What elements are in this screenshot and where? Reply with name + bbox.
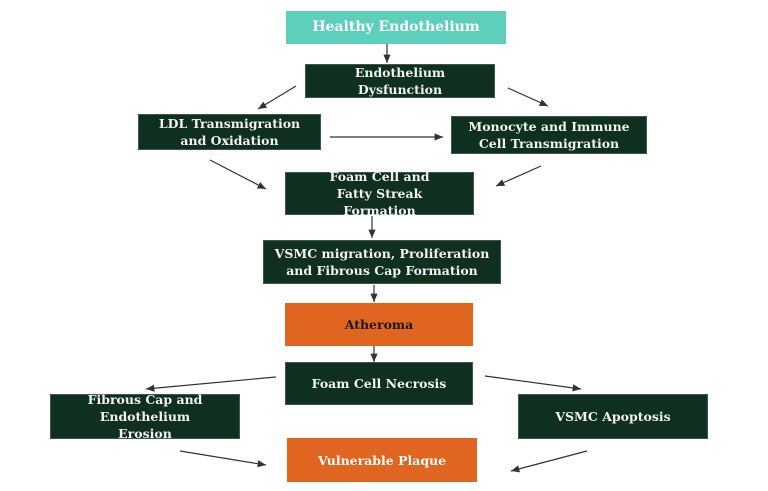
node-label: Foam Cell and Fatty Streak Formation	[329, 169, 430, 218]
node-monocyte-transmigration: Monocyte and Immune Cell Transmigration	[451, 116, 647, 154]
node-label: Atheroma	[344, 317, 414, 332]
node-label: Fibrous Cap and Endothelium Erosion	[87, 392, 203, 441]
node-vsmc-apoptosis: VSMC Apoptosis	[518, 394, 708, 439]
node-label: VSMC migration, Proliferation and Fibrou…	[274, 246, 490, 278]
arrow-dysfunction-to-monocyte	[507, 87, 549, 107]
node-label: Foam Cell Necrosis	[311, 376, 447, 391]
arrow-necrosis-to-apoptosis	[484, 375, 582, 392]
arrow-erosion-to-plaque	[179, 450, 267, 468]
arrow-monocyte-to-foam	[495, 165, 542, 187]
node-foam-cell-necrosis: Foam Cell Necrosis	[285, 362, 473, 405]
node-label: Monocyte and Immune Cell Transmigration	[468, 119, 630, 151]
node-label: Healthy Endothelium	[312, 19, 480, 35]
arrow-ldl-to-foam	[209, 159, 267, 190]
arrow-dysfunction-to-ldl	[257, 85, 297, 110]
node-vsmc-migration: VSMC migration, Proliferation and Fibrou…	[263, 240, 501, 284]
node-healthy-endothelium: Healthy Endothelium	[286, 11, 506, 44]
node-label: LDL Transmigration and Oxidation	[158, 116, 301, 148]
node-label: VSMC Apoptosis	[555, 409, 671, 424]
node-atheroma: Atheroma	[285, 303, 473, 346]
node-label: Vulnerable Plaque	[317, 452, 447, 468]
node-vulnerable-plaque: Vulnerable Plaque	[287, 438, 477, 482]
node-endothelium-dysfunction: Endothelium Dysfunction	[305, 64, 495, 98]
node-foam-cell-fatty-streak: Foam Cell and Fatty Streak Formation	[285, 169, 474, 218]
arrow-apoptosis-to-plaque	[510, 450, 588, 473]
arrow-necrosis-to-erosion	[145, 376, 277, 392]
node-fibrous-cap-erosion: Fibrous Cap and Endothelium Erosion	[50, 392, 240, 441]
node-label: Endothelium Dysfunction	[354, 65, 446, 97]
node-ldl-transmigration: LDL Transmigration and Oxidation	[138, 114, 321, 150]
